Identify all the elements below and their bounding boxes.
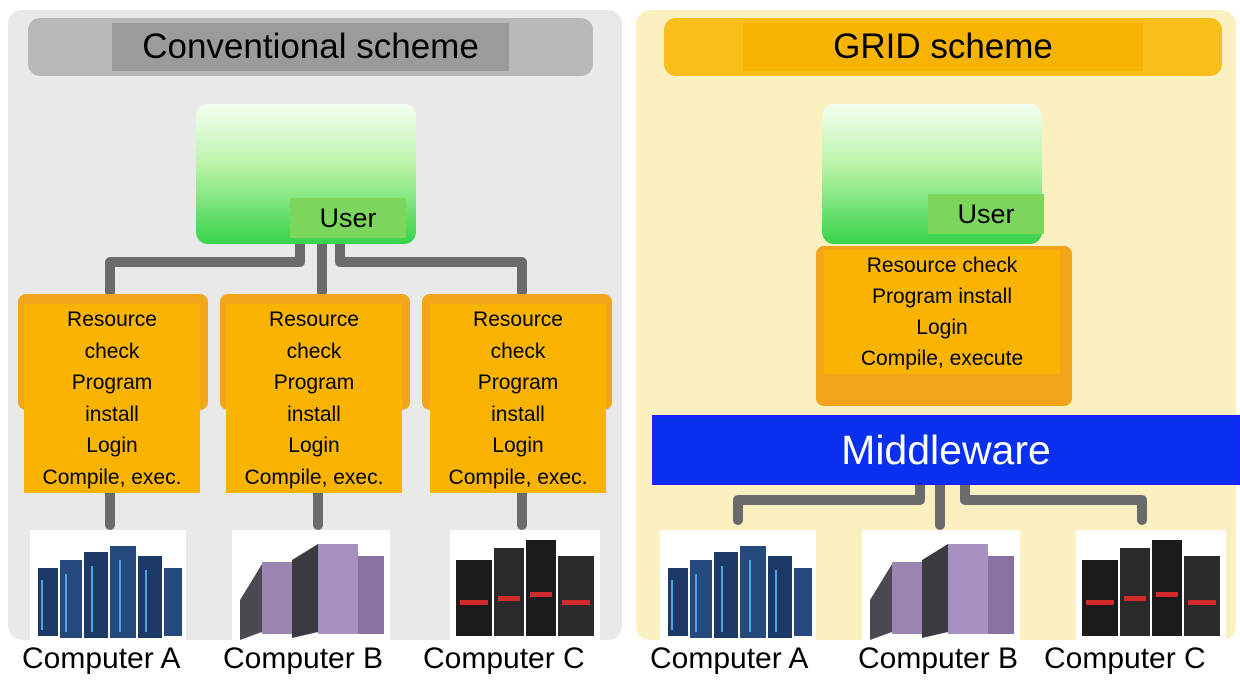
task-line: Resource bbox=[473, 308, 563, 331]
task-box-computer-c: Resource check Program install Login Com… bbox=[430, 304, 606, 493]
conventional-connectors bbox=[105, 239, 527, 530]
grid-computer-c-icon bbox=[1076, 530, 1226, 642]
task-line: check bbox=[286, 339, 342, 363]
grid-title-bar: GRID scheme bbox=[664, 18, 1222, 76]
middleware-bar: Middleware bbox=[652, 415, 1240, 485]
task-line: Resource check bbox=[866, 254, 1018, 277]
task-line: Program bbox=[477, 371, 559, 394]
task-line: install bbox=[287, 402, 341, 426]
task-line: Compile, exec. bbox=[448, 465, 588, 489]
task-line: install bbox=[491, 402, 545, 426]
computer-a-icon bbox=[30, 530, 186, 642]
grid-connectors bbox=[733, 476, 1147, 530]
task-line: Resource bbox=[269, 308, 359, 331]
middleware-label: Middleware bbox=[841, 426, 1051, 473]
task-line: install bbox=[85, 402, 139, 426]
grid-computer-b-label: Computer B bbox=[858, 642, 1019, 675]
task-line: Compile, exec. bbox=[244, 465, 384, 489]
grid-computer-c-label: Computer C bbox=[1044, 642, 1206, 675]
task-line: Login bbox=[86, 434, 138, 457]
computer-c-icon bbox=[450, 530, 600, 642]
task-line: Resource bbox=[67, 308, 157, 331]
task-box-computer-b: Resource check Program install Login Com… bbox=[226, 304, 402, 493]
task-line: Compile, exec. bbox=[42, 465, 182, 489]
conventional-title: Conventional scheme bbox=[112, 23, 509, 71]
grid-computer-a-icon bbox=[660, 530, 816, 642]
computer-c-label: Computer C bbox=[423, 642, 585, 675]
task-line: Compile, execute bbox=[860, 347, 1024, 370]
grid-computer-a-label: Computer A bbox=[650, 642, 809, 675]
task-line: check bbox=[84, 339, 140, 363]
task-line: Login bbox=[916, 316, 968, 339]
grid-title: GRID scheme bbox=[743, 23, 1143, 71]
task-line: check bbox=[490, 339, 546, 363]
task-line: Program bbox=[71, 371, 153, 394]
grid-computer-b-icon bbox=[862, 530, 1020, 642]
computer-b-icon bbox=[232, 530, 390, 642]
conventional-user-label: User bbox=[290, 198, 406, 238]
grid-task-box: Resource check Program install Login Com… bbox=[824, 250, 1060, 374]
computer-b-label: Computer B bbox=[223, 642, 384, 675]
task-box-computer-a: Resource check Program install Login Com… bbox=[24, 304, 200, 493]
grid-user-label: User bbox=[928, 194, 1044, 234]
task-line: Login bbox=[492, 434, 544, 457]
task-line: Program bbox=[273, 371, 355, 394]
task-line: Login bbox=[288, 434, 340, 457]
computer-a-label: Computer A bbox=[22, 642, 181, 675]
conventional-title-bar: Conventional scheme bbox=[28, 18, 593, 76]
task-line: Program install bbox=[871, 285, 1013, 308]
